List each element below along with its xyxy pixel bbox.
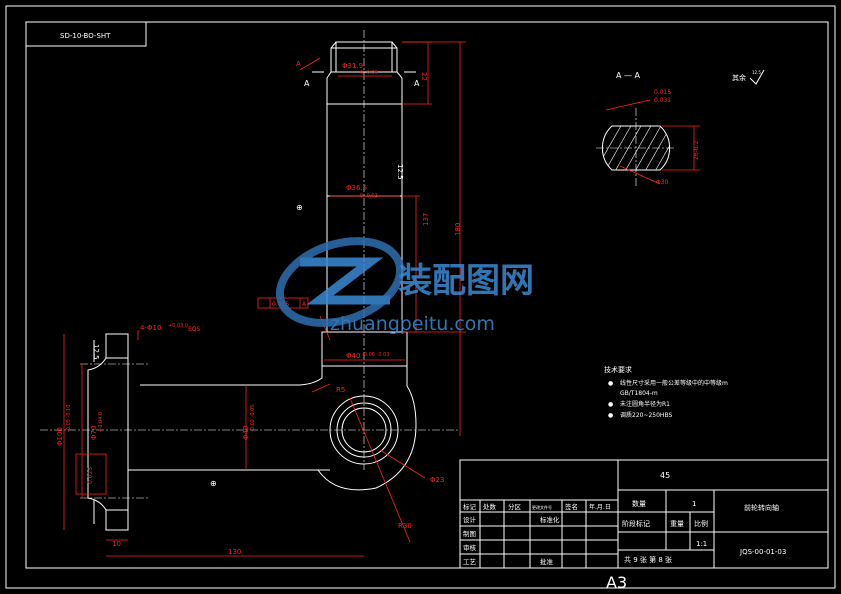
watermark: 装配图网 zhuangpeitu.com xyxy=(275,237,534,335)
svg-text:工艺: 工艺 xyxy=(463,558,477,566)
roughness-flange: 12.5 xyxy=(92,344,100,360)
dim-arm-dia: Φ40 xyxy=(242,426,250,440)
watermark-brand: 装配图网 xyxy=(398,261,534,301)
inner-border xyxy=(25,21,829,569)
dim-hole: Φ23 xyxy=(430,476,444,484)
tech-item-1b: GB/T1804-m xyxy=(620,390,658,397)
svg-text:审核: 审核 xyxy=(463,543,477,552)
dim-flange-d2-tol: +0.04 0 xyxy=(98,412,104,432)
dim-radius: R5 xyxy=(336,386,345,394)
roughness-symbol-left: ⊕ xyxy=(296,203,303,212)
section-aa-view: 0.015 0.031 Φ30 26-0.2 xyxy=(596,89,700,186)
drawing-code-box-text: SD-10-BO-SHT xyxy=(60,32,111,40)
dim-top-height: 22 xyxy=(420,72,428,81)
tolerance-frame-flange: 0.025 xyxy=(75,453,107,495)
tech-item-1: 线性尺寸采用一般公差等级中的中等级m xyxy=(620,379,728,387)
svg-text:数量: 数量 xyxy=(632,499,646,508)
svg-text:标准化: 标准化 xyxy=(540,515,560,524)
svg-text:分区: 分区 xyxy=(508,502,522,511)
drawing-number: JQS-00-01-03 xyxy=(739,548,786,556)
roughness-shaft: 12.5 xyxy=(396,164,404,180)
svg-text:处数: 处数 xyxy=(483,502,497,511)
svg-text:更改文件号: 更改文件号 xyxy=(532,504,552,510)
svg-text:0.031: 0.031 xyxy=(654,97,671,104)
dim-flange-d2: Φ70 xyxy=(90,426,98,440)
dim-flange-d1-tol: -0.05 -0.10 xyxy=(66,405,72,432)
dim-top-width-tol: 0 -0.06 xyxy=(360,70,378,76)
dim-len-137: 137 xyxy=(422,213,430,226)
dim-flange-holes: 4-Φ10 xyxy=(140,324,161,332)
dim-mid-dia: Φ36.5 xyxy=(346,184,367,192)
dimension-texts: Φ31.9 0 -0.06 22 Φ36.5 0 -0.02 137 180 Φ… xyxy=(56,60,462,556)
dim-top-width: Φ31.9 xyxy=(342,62,363,70)
paper-size: A3 xyxy=(606,573,627,592)
dim-flange-d1: Φ100 xyxy=(56,427,64,446)
svg-text:比例: 比例 xyxy=(694,519,708,528)
tech-requirements: 技术要求 ● 线性尺寸采用一般公差等级中的中等级m GB/T1804-m ● 未… xyxy=(604,365,728,419)
svg-text:签名: 签名 xyxy=(565,502,578,511)
svg-text:1: 1 xyxy=(692,500,696,508)
dim-low-dia: Φ40 xyxy=(346,352,360,360)
dim-arm-dia-tol: -0.02 -0.05 xyxy=(250,405,256,432)
svg-text:0.015: 0.015 xyxy=(654,89,671,96)
svg-text:0.025: 0.025 xyxy=(87,467,94,484)
svg-text:批准: 批准 xyxy=(540,557,554,566)
svg-text:重量: 重量 xyxy=(670,520,684,528)
svg-text:A: A xyxy=(302,301,307,308)
svg-text:标记: 标记 xyxy=(463,502,477,511)
svg-text:1:1: 1:1 xyxy=(696,540,707,548)
tech-item-3: 调质220~250HBS xyxy=(620,411,672,419)
section-label: A — A xyxy=(616,71,641,80)
section-mark-right: A xyxy=(414,79,420,88)
section-mark-left: A xyxy=(304,79,310,88)
svg-text:设计: 设计 xyxy=(463,515,477,524)
dim-len-10: 10 xyxy=(112,540,121,548)
dim-len-130: 130 xyxy=(228,548,241,556)
tech-item-2: 未注圆角半径为R1 xyxy=(620,400,670,408)
svg-text:●: ● xyxy=(608,401,613,408)
svg-text:Φ30: Φ30 xyxy=(656,179,669,186)
svg-text:阶段标记: 阶段标记 xyxy=(622,519,650,528)
svg-text:制图: 制图 xyxy=(463,529,476,538)
roughness-other: 其余 xyxy=(732,73,746,82)
dim-r30: R30 xyxy=(398,522,412,530)
part-name: 前轮转向轴 xyxy=(744,503,779,512)
svg-text:●: ● xyxy=(608,412,613,419)
dim-len-180: 180 xyxy=(454,223,462,236)
code-box xyxy=(25,21,147,47)
watermark-url: zhuangpeitu.com xyxy=(330,313,495,335)
dim-flange-eq: EQS xyxy=(188,326,201,333)
svg-text:26-0.2: 26-0.2 xyxy=(693,140,700,160)
tech-title: 技术要求 xyxy=(604,365,632,374)
title-block: 标记 处数 分区 更改文件号 签名 年.月.日 设计 标准化 制图 审核 工艺 … xyxy=(459,459,829,569)
outer-border xyxy=(5,5,836,589)
roughness-other-value: 12.5 xyxy=(752,70,761,75)
material: 45 xyxy=(660,471,670,480)
svg-text:●: ● xyxy=(608,380,613,387)
svg-text:年.月.日: 年.月.日 xyxy=(589,503,611,511)
roughness-symbol-arm: ⊕ xyxy=(210,479,217,488)
datum-mark-top: A xyxy=(296,60,301,68)
sheet-info: 共 9 张 第 8 张 xyxy=(624,555,672,564)
dim-low-dia-tol: -0.06 -0.03 xyxy=(362,352,389,358)
dim-flange-holes-tol: +0.03 0 xyxy=(168,323,188,329)
dim-mid-dia-tol: 0 -0.02 xyxy=(360,193,378,199)
